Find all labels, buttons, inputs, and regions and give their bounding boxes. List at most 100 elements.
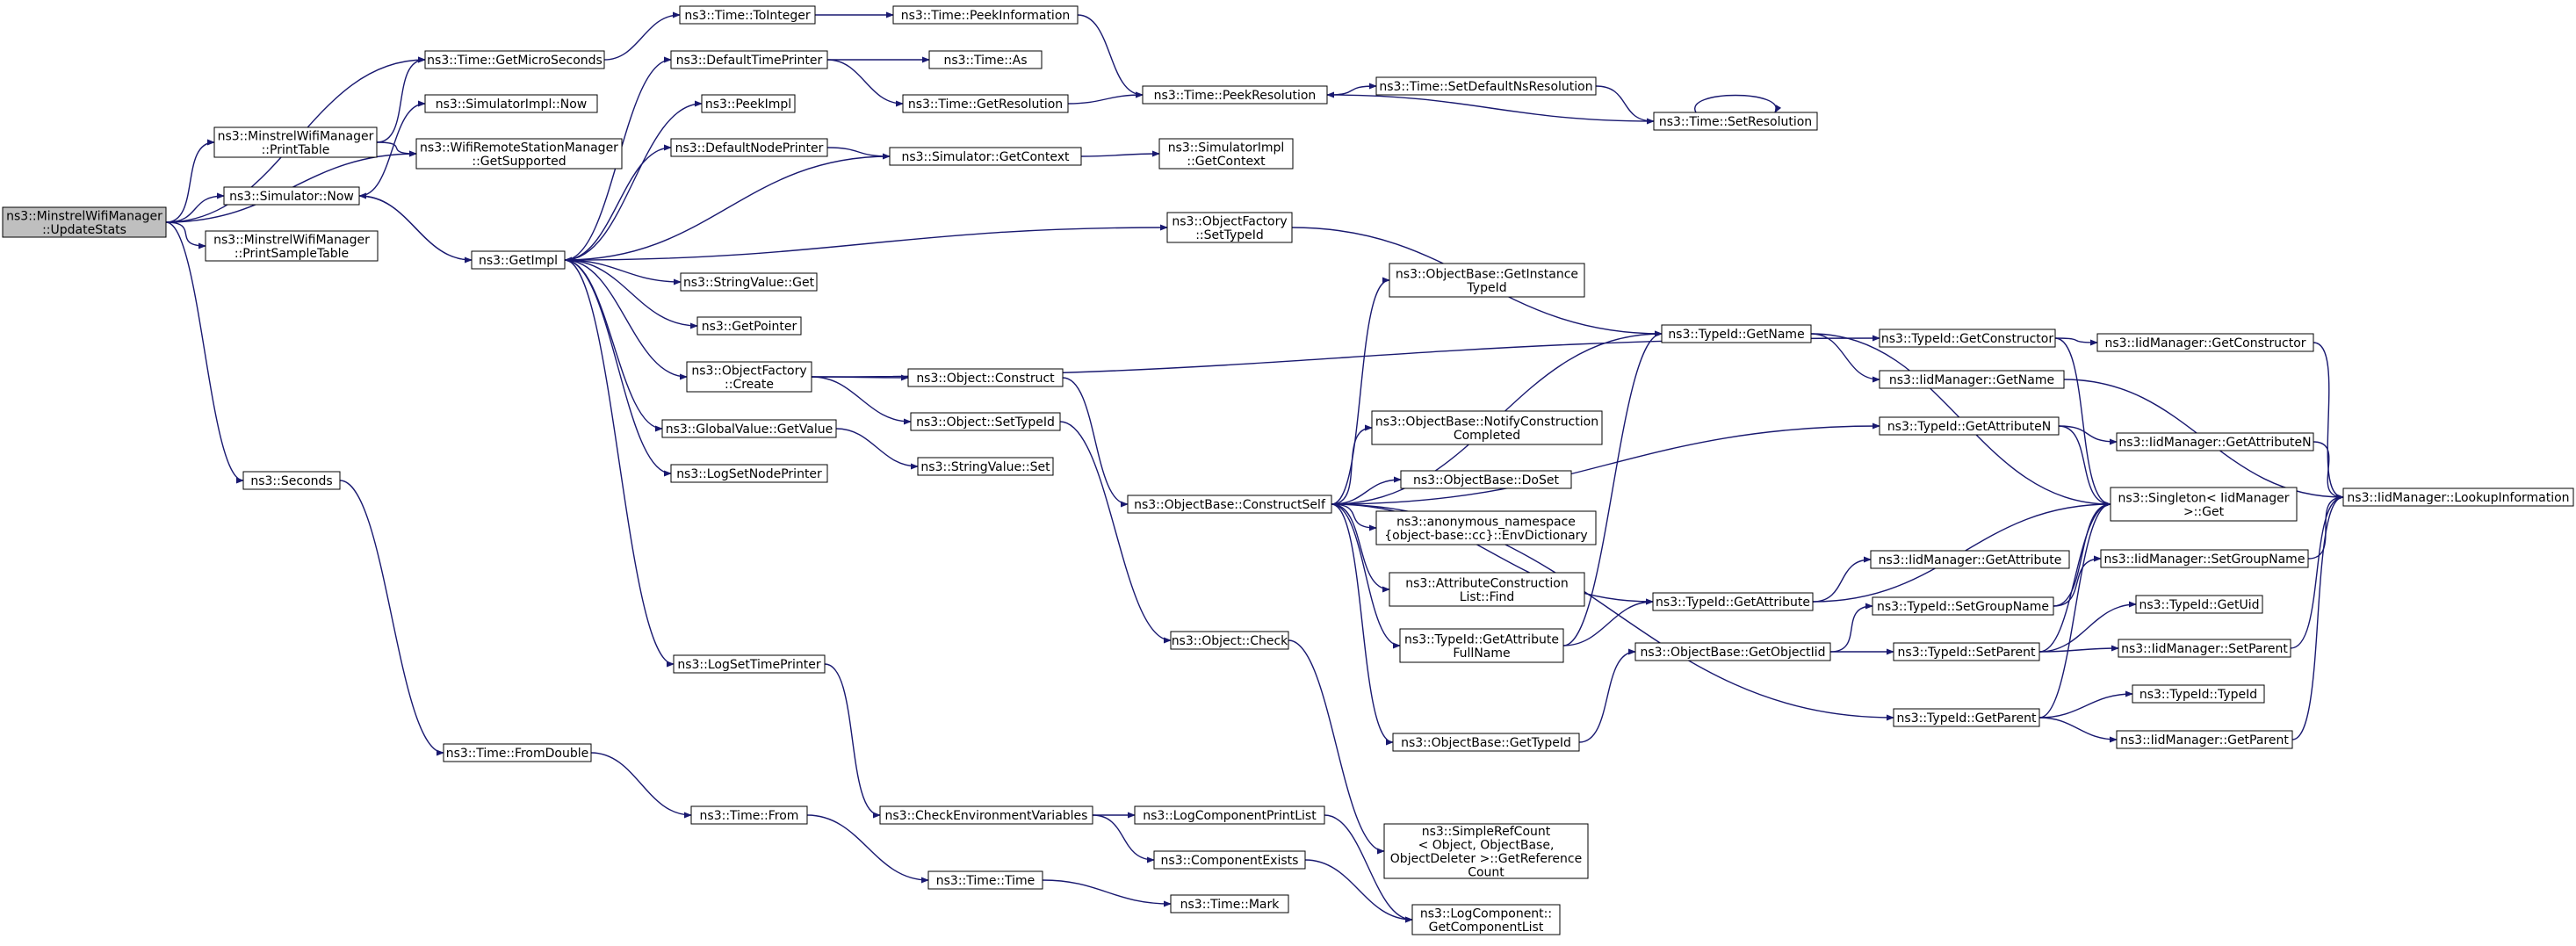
- node-label: ns3::MinstrelWifiManager: [6, 209, 162, 223]
- node-time-peek-resolution[interactable]: ns3::Time::PeekResolution: [1142, 85, 1328, 105]
- node-box: [928, 50, 1043, 69]
- node-box: [1170, 894, 1289, 914]
- node-lookup-information[interactable]: ns3::IidManager::LookupInformation: [2342, 487, 2574, 507]
- edge-get-impl-to-get-pointer: [564, 259, 698, 329]
- node-box: [205, 230, 379, 262]
- node-simple-ref-count[interactable]: ns3::SimpleRefCount< Object, ObjectBase,…: [1383, 823, 1589, 879]
- node-log-set-node-printer[interactable]: ns3::LogSetNodePrinter: [670, 464, 828, 483]
- node-iidmanager-get-attribute-n[interactable]: ns3::IidManager::GetAttributeN: [2116, 432, 2314, 451]
- node-typeid-get-attribute[interactable]: ns3::TypeId::GetAttribute: [1652, 592, 1814, 611]
- edge-get-impl-to-peek-impl: [564, 100, 703, 261]
- node-typeid-get-parent[interactable]: ns3::TypeId::GetParent: [1893, 708, 2040, 727]
- node-typeid-get-uid[interactable]: ns3::TypeId::GetUid: [2135, 595, 2263, 614]
- node-iidmanager-get-attribute[interactable]: ns3::IidManager::GetAttribute: [1870, 550, 2070, 569]
- node-update-stats[interactable]: ns3::MinstrelWifiManager::UpdateStats: [2, 206, 167, 238]
- node-globalvalue-getvalue[interactable]: ns3::GlobalValue::GetValue: [661, 419, 837, 438]
- node-check-env-vars[interactable]: ns3::CheckEnvironmentVariables: [879, 805, 1093, 825]
- node-label: ns3::Time::SetResolution: [1659, 115, 1812, 129]
- node-typeid-typeid[interactable]: ns3::TypeId::TypeId: [2132, 684, 2265, 704]
- node-peek-impl[interactable]: ns3::PeekImpl: [701, 94, 796, 113]
- node-box: [1652, 592, 1814, 611]
- node-component-exists[interactable]: ns3::ComponentExists: [1153, 850, 1306, 870]
- node-objectbase-get-type-id[interactable]: ns3::ObjectBase::GetTypeId: [1392, 733, 1580, 752]
- node-box: [1371, 410, 1603, 445]
- node-stringvalue-get[interactable]: ns3::StringValue::Get: [680, 272, 818, 292]
- edge-arrow: [603, 11, 681, 61]
- edge-default-node-printer-to-simulator-get-context: [826, 147, 891, 160]
- node-time-peek-information[interactable]: ns3::Time::PeekInformation: [892, 5, 1079, 25]
- node-notify-construction-completed[interactable]: ns3::ObjectBase::NotifyConstructionCompl…: [1371, 410, 1603, 445]
- node-env-dictionary[interactable]: ns3::anonymous_namespace{object-base::cc…: [1375, 510, 1597, 545]
- node-iidmanager-set-group-name[interactable]: ns3::IidManager::SetGroupName: [2100, 549, 2309, 568]
- node-time-to-integer[interactable]: ns3::Time::ToInteger: [679, 5, 816, 25]
- node-get-component-list[interactable]: ns3::LogComponent::GetComponentList: [1411, 904, 1561, 935]
- node-object-set-type-id[interactable]: ns3::Object::SetTypeId: [910, 412, 1061, 431]
- node-get-pointer[interactable]: ns3::GetPointer: [696, 316, 802, 336]
- node-typeid-get-constructor[interactable]: ns3::TypeId::GetConstructor: [1879, 329, 2056, 348]
- node-label: ns3::GetImpl: [479, 254, 558, 268]
- node-log-set-time-printer[interactable]: ns3::LogSetTimePrinter: [673, 654, 826, 674]
- node-set-default-ns-resolution[interactable]: ns3::Time::SetDefaultNsResolution: [1375, 76, 1597, 96]
- node-typeid-set-parent[interactable]: ns3::TypeId::SetParent: [1893, 642, 2040, 661]
- node-object-check[interactable]: ns3::Object::Check: [1170, 631, 1289, 650]
- node-typeid-get-name[interactable]: ns3::TypeId::GetName: [1661, 324, 1812, 343]
- node-simulator-get-context[interactable]: ns3::Simulator::GetContext: [889, 147, 1082, 166]
- node-objectbase-construct-self[interactable]: ns3::ObjectBase::ConstructSelf: [1127, 495, 1332, 514]
- node-iidmanager-get-parent[interactable]: ns3::IidManager::GetParent: [2116, 730, 2293, 749]
- node-label: ns3::Time::GetResolution: [908, 97, 1063, 112]
- node-iidmanager-set-parent[interactable]: ns3::IidManager::SetParent: [2118, 639, 2291, 658]
- node-simulatorimpl-now[interactable]: ns3::SimulatorImpl::Now: [424, 94, 598, 113]
- node-object-construct[interactable]: ns3::Object::Construct: [907, 368, 1064, 387]
- edge-check-env-vars-to-component-exists: [1092, 814, 1155, 863]
- node-singleton-get[interactable]: ns3::Singleton< IidManager >::Get: [2110, 487, 2298, 522]
- node-time-get-resolution[interactable]: ns3::Time::GetResolution: [902, 94, 1069, 113]
- node-seconds[interactable]: ns3::Seconds: [242, 471, 341, 490]
- edge-iidmanager-get-attribute-n-to-lookup-information: [2313, 441, 2344, 501]
- node-label: ns3::ObjectBase::NotifyConstruction: [1375, 415, 1598, 429]
- node-box: [1893, 642, 2040, 661]
- node-get-supported[interactable]: ns3::WifiRemoteStationManager::GetSuppor…: [415, 138, 623, 170]
- node-label: ns3::LogSetTimePrinter: [677, 658, 821, 672]
- node-box: [443, 743, 592, 762]
- node-simulatorimpl-get-context[interactable]: ns3::SimulatorImpl::GetContext: [1158, 138, 1294, 170]
- edge-arrow: [1059, 421, 1172, 644]
- node-objectfactory-set-type-id[interactable]: ns3::ObjectFactory::SetTypeId: [1166, 212, 1293, 243]
- node-default-time-printer[interactable]: ns3::DefaultTimePrinter: [670, 50, 828, 69]
- node-box: [1634, 642, 1831, 661]
- node-label: ns3::StringValue::Get: [683, 276, 815, 290]
- node-objectbase-doset[interactable]: ns3::ObjectBase::DoSet: [1400, 470, 1572, 489]
- node-print-table[interactable]: ns3::MinstrelWifiManager::PrintTable: [213, 126, 378, 158]
- node-get-micro-seconds[interactable]: ns3::Time::GetMicroSeconds: [424, 50, 605, 69]
- node-time-from-double[interactable]: ns3::Time::FromDouble: [443, 743, 592, 762]
- node-objectfactory-create[interactable]: ns3::ObjectFactory::Create: [686, 361, 812, 393]
- node-box: [1870, 550, 2070, 569]
- edge-typeid-set-group-name-to-singleton-get: [2053, 501, 2111, 607]
- node-objectbase-get-object-iid[interactable]: ns3::ObjectBase::GetObjectIid: [1634, 642, 1831, 661]
- node-time-time[interactable]: ns3::Time::Time: [927, 870, 1043, 890]
- node-label: ns3::Time::Mark: [1180, 898, 1281, 912]
- edge-arrow: [1326, 91, 1655, 122]
- node-time-from[interactable]: ns3::Time::From: [690, 805, 808, 825]
- node-iidmanager-get-name[interactable]: ns3::IidManager::GetName: [1879, 370, 2065, 389]
- edge-arrow: [806, 814, 929, 884]
- node-default-node-printer[interactable]: ns3::DefaultNodePrinter: [670, 138, 828, 157]
- node-get-impl[interactable]: ns3::GetImpl: [471, 250, 566, 270]
- node-print-sample-table[interactable]: ns3::MinstrelWifiManager::PrintSampleTab…: [205, 230, 379, 262]
- node-box: [892, 5, 1079, 25]
- node-box: [1170, 631, 1289, 650]
- node-time-mark[interactable]: ns3::Time::Mark: [1170, 894, 1289, 914]
- edge-arrow: [1288, 639, 1385, 855]
- node-time-set-resolution[interactable]: ns3::Time::SetResolution: [1653, 112, 1818, 131]
- node-time-as[interactable]: ns3::Time::As: [928, 50, 1043, 69]
- node-log-component-print-list[interactable]: ns3::LogComponentPrintList: [1134, 805, 1325, 825]
- node-typeid-set-group-name[interactable]: ns3::TypeId::SetGroupName: [1872, 596, 2054, 616]
- node-typeid-get-attribute-n[interactable]: ns3::TypeId::GetAttributeN: [1879, 416, 2060, 436]
- node-stringvalue-set[interactable]: ns3::StringValue::Set: [917, 457, 1054, 476]
- edge-typeid-get-parent-to-singleton-get: [2038, 501, 2111, 719]
- edge-get-impl-to-objectfactory-create: [564, 259, 688, 380]
- node-simulator-now[interactable]: ns3::Simulator::Now: [223, 186, 360, 206]
- node-iidmanager-get-constructor[interactable]: ns3::IidManager::GetConstructor: [2096, 333, 2314, 352]
